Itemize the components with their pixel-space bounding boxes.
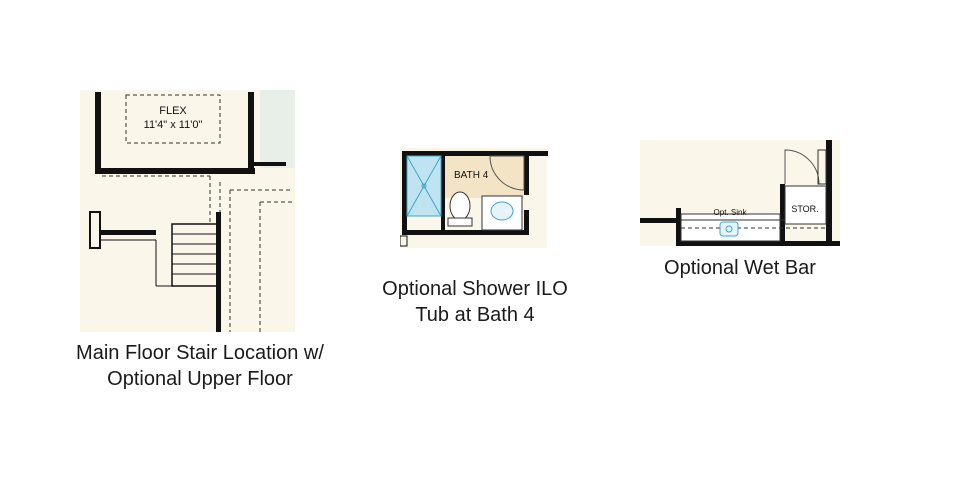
caption-line: Tub at Bath 4 — [415, 304, 535, 326]
bath-floor-plan: BATH 4 — [400, 148, 548, 248]
flex-ceiling-outline — [125, 94, 221, 144]
bath-divider-wall — [441, 156, 445, 230]
bath-right-wall — [524, 210, 529, 235]
staircase — [171, 223, 219, 287]
wet-bar-panel: Opt. Sink STOR. Optional Wet Bar — [620, 0, 860, 300]
bath-left-wall — [402, 151, 407, 235]
sink-icon — [490, 201, 514, 221]
bath-right-wall — [524, 151, 529, 195]
flex-bottom-wall — [95, 168, 255, 174]
caption-line: Optional Shower ILO — [382, 278, 568, 300]
caption-line: Optional Wet Bar — [664, 257, 816, 279]
wet-bar-caption: Optional Wet Bar — [620, 255, 860, 281]
bath-shower-panel: BATH 4 Optional Shower ILO Tub at Bath 4 — [360, 0, 590, 400]
flex-room-dims: 11'4" x 11'0" — [144, 119, 203, 131]
wall — [676, 241, 840, 246]
toilet-tank — [447, 217, 473, 227]
wall-stub — [400, 235, 408, 247]
door-frame — [817, 149, 827, 185]
caption-line: Main Floor Stair Location w/ — [76, 342, 324, 364]
left-wall — [100, 230, 156, 235]
flex-left-wall — [95, 92, 101, 174]
stair-location-panel: FLEX 11'4" x 11'0" Main Floor Stair Loca… — [0, 0, 400, 400]
toilet-icon — [449, 191, 471, 221]
bath-bottom-wall — [402, 230, 528, 235]
wet-bar-floor-plan: Opt. Sink STOR. — [640, 140, 840, 246]
storage-label: STOR. — [791, 204, 818, 214]
stair-location-caption: Main Floor Stair Location w/ Optional Up… — [0, 340, 400, 392]
sink-label: Opt. Sink — [714, 208, 748, 217]
wall — [826, 140, 832, 246]
flex-right-wall — [248, 92, 254, 174]
storage-closet — [784, 185, 827, 225]
shower-line — [406, 155, 442, 217]
wall — [676, 208, 681, 246]
bath-room-label: BATH 4 — [454, 170, 489, 181]
closet-wall — [254, 162, 286, 166]
shower-drain — [421, 183, 427, 189]
plan-floor — [80, 90, 295, 332]
flex-room-label: FLEX — [159, 105, 187, 117]
caption-line: Optional Upper Floor — [107, 368, 293, 390]
bath-top-wall — [402, 151, 548, 156]
bath-shower-caption: Optional Shower ILO Tub at Bath 4 — [360, 276, 590, 328]
wall — [640, 218, 680, 223]
wet-bar-sink-icon — [719, 221, 739, 237]
stair-wall — [216, 212, 221, 332]
wall — [780, 184, 785, 246]
door-swing — [489, 155, 525, 191]
sink-faucet — [725, 225, 733, 233]
stair-floor-plan: FLEX 11'4" x 11'0" — [80, 90, 295, 332]
bath-floor-tile — [445, 156, 524, 198]
exterior-strip — [260, 90, 295, 168]
